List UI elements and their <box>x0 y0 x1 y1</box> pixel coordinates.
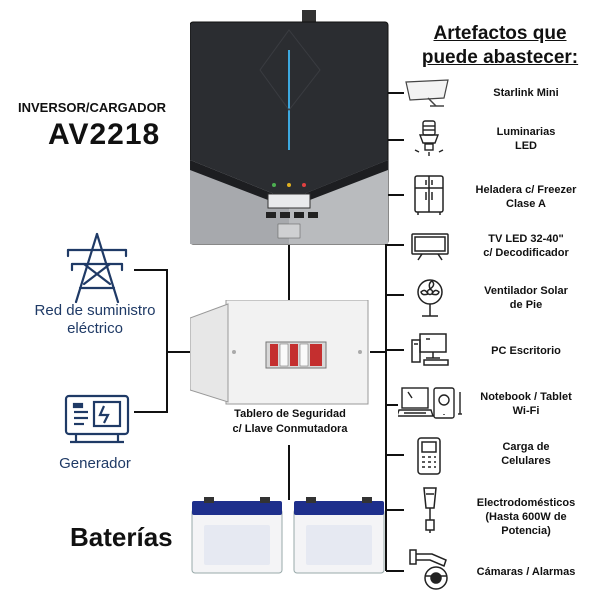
power-tower-icon <box>66 232 128 304</box>
blender-icon <box>423 487 437 533</box>
appliance-label-line2: LED <box>515 140 537 152</box>
battery-right <box>293 497 385 574</box>
appliance-label-led: Luminarias LED <box>460 125 592 153</box>
tv-icon <box>411 233 449 261</box>
appliance-label-cameras: Cámaras / Alarmas <box>460 565 592 579</box>
appliance-label-line3: Potencia) <box>501 525 551 537</box>
desktop-pc-icon <box>411 333 449 366</box>
appliance-label-line1: Electrodomésticos <box>476 497 576 509</box>
laptop-tablet-icon <box>398 387 462 419</box>
appliance-label-line1: Starlink Mini <box>493 87 559 99</box>
appliances-title-line1: Artefactos que <box>433 23 567 44</box>
grid-label-line2: eléctrico <box>67 320 123 337</box>
appliance-label-line1: Carga de <box>502 441 550 453</box>
fridge-icon <box>414 175 444 215</box>
appliance-label-line2: Celulares <box>501 455 551 467</box>
appliances-title: Artefactos que puede abastecer: <box>400 22 600 70</box>
batteries-label: Baterías <box>70 522 173 552</box>
appliance-label-fan: Ventilador Solar de Pie <box>460 284 592 312</box>
appliance-label-line2: c/ Decodificador <box>483 247 569 259</box>
safety-panel-device <box>190 300 369 405</box>
appliance-label-pc: PC Escritorio <box>460 344 592 358</box>
appliances-title-line2: puede abastecer: <box>421 47 579 68</box>
inverter-caption: INVERSOR/CARGADOR <box>18 100 167 115</box>
panel-label-line1: Tablero de Seguridad <box>234 408 346 420</box>
appliance-label-appliances: Electrodomésticos (Hasta 600W de Potenci… <box>460 496 592 538</box>
appliance-label-line1: PC Escritorio <box>491 345 561 357</box>
grid-label: Red de suministro eléctrico <box>20 302 170 338</box>
appliance-label-starlink: Starlink Mini <box>460 86 592 100</box>
inverter-device <box>190 10 389 245</box>
grid-label-line1: Red de suministro <box>34 302 156 319</box>
appliance-label-line1: TV LED 32-40" <box>488 233 564 245</box>
appliance-label-fridge: Heladera c/ Freezer Clase A <box>460 183 592 211</box>
panel-label: Tablero de Seguridad c/ Llave Conmutador… <box>200 407 380 437</box>
battery-left <box>191 497 283 574</box>
panel-label-line2: c/ Llave Conmutadora <box>232 423 348 435</box>
appliance-label-tv: TV LED 32-40" c/ Decodificador <box>460 232 592 260</box>
appliance-label-line1: Notebook / Tablet <box>480 391 572 403</box>
inverter-model: AV2218 <box>48 118 161 151</box>
appliance-label-line1: Luminarias <box>496 126 556 138</box>
generator-icon <box>64 394 130 444</box>
appliance-label-phones: Carga de Celulares <box>460 440 592 468</box>
generator-label: Generador <box>59 455 131 472</box>
camera-icon <box>409 549 448 590</box>
batteries-device <box>191 497 385 574</box>
appliance-label-line2: (Hasta 600W de <box>485 511 567 523</box>
appliance-label-line1: Ventilador Solar <box>484 285 568 297</box>
phone-icon <box>417 437 441 475</box>
appliance-label-line2: Wi-Fi <box>512 405 540 417</box>
satellite-dish-icon <box>405 79 449 107</box>
appliance-label-line1: Heladera c/ Freezer <box>475 184 577 196</box>
appliance-label-line2: Clase A <box>506 198 546 210</box>
led-bulb-icon <box>414 120 444 156</box>
appliance-label-notebook: Notebook / Tablet Wi-Fi <box>460 390 592 418</box>
appliance-label-line1: Cámaras / Alarmas <box>476 566 576 578</box>
appliance-label-line2: de Pie <box>509 299 543 311</box>
fan-icon <box>417 279 443 317</box>
